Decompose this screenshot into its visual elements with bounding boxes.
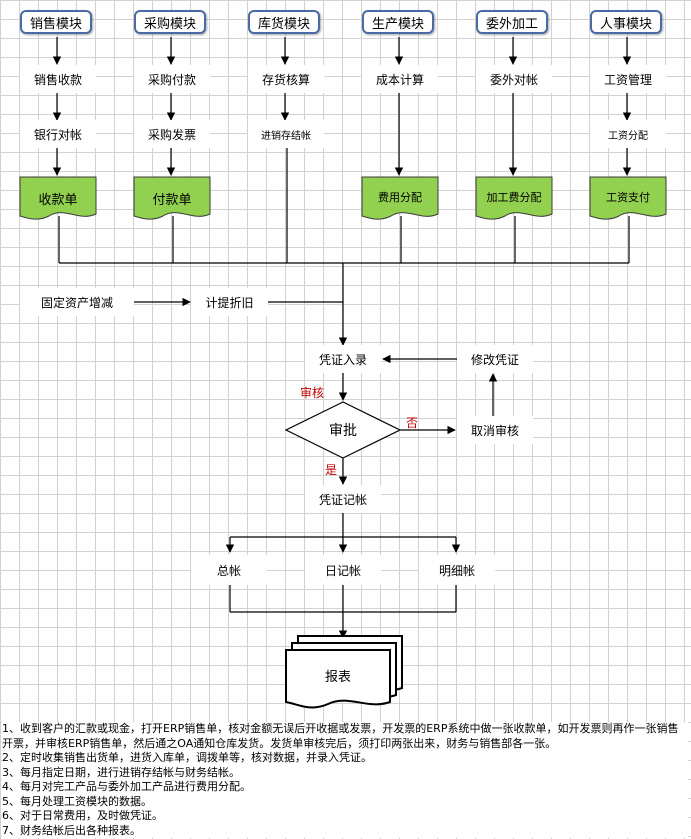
note-item: 7、财务结帐后出各种报表。 — [2, 823, 141, 837]
depreciation: 计提折旧 — [191, 288, 268, 316]
doc-salary-payment: 工资支付 — [589, 176, 667, 222]
cancel-audit: 取消审核 — [457, 416, 533, 444]
step-bank-reconciliation: 银行对帐 — [20, 120, 96, 148]
audit-label: 审核 — [300, 386, 325, 400]
step-outsourcing-reconciliation: 委外对帐 — [476, 65, 552, 93]
approve-label: 审批 — [329, 423, 357, 439]
note-item: 4、每月对完工产品与委外加工产品进行费用分配。 — [2, 780, 251, 793]
doc-receipt-voucher: 收款单 — [19, 176, 97, 222]
note-item: 2、定时收集销售出货单，进货入库单，调拨单等，核对数据，并录入凭证。 — [2, 751, 372, 764]
note-item: 3、每月指定日期，进行进销存结帐与财务结帐。 — [2, 765, 240, 779]
no-label: 否 — [406, 416, 419, 430]
document-shape — [475, 176, 553, 220]
doc-processing-fee-allocation-label: 加工费分配 — [486, 191, 542, 204]
step-payroll-management: 工资管理 — [590, 65, 666, 93]
fixed-asset-change: 固定资产增减 — [20, 288, 134, 316]
step-inventory-accounting: 存货核算 — [248, 65, 324, 93]
doc-expense-allocation: 费用分配 — [361, 176, 439, 222]
doc-payment-voucher-label: 付款单 — [152, 193, 192, 208]
ledger-journal: 日记帐 — [305, 555, 381, 585]
document-shape — [133, 176, 211, 220]
voucher-entry: 凭证入录 — [305, 345, 381, 373]
voucher-post: 凭证记帐 — [305, 485, 381, 513]
document-shape — [19, 176, 97, 220]
approval-diamond — [284, 401, 402, 459]
document-shape — [589, 176, 667, 220]
step-inventory-closing: 进销存结帐 — [248, 120, 324, 148]
ledger-detail: 明细帐 — [419, 555, 495, 585]
doc-salary-payment-label: 工资支付 — [606, 191, 650, 204]
doc-processing-fee-allocation: 加工费分配 — [475, 176, 553, 222]
module-production: 生产模块 — [362, 10, 434, 34]
step-purchase-invoice: 采购发票 — [134, 120, 210, 148]
module-purchase: 采购模块 — [134, 10, 206, 34]
note-item: 6、对于日常费用，及时做凭证。 — [2, 809, 163, 822]
report-label: 报表 — [324, 669, 351, 685]
doc-payment-voucher: 付款单 — [133, 176, 211, 222]
module-sales: 销售模块 — [20, 10, 92, 34]
step-cost-calculation: 成本计算 — [362, 65, 438, 93]
note-item: 5、每月处理工资模块的数据。 — [2, 794, 152, 808]
module-outsourcing: 委外加工 — [476, 10, 548, 34]
module-inventory: 库货模块 — [248, 10, 320, 34]
modify-voucher: 修改凭证 — [457, 345, 533, 373]
step-purchase-payment: 采购付款 — [134, 65, 210, 93]
doc-receipt-voucher-label: 收款单 — [38, 193, 78, 208]
report-stack — [285, 635, 403, 709]
yes-label: 是 — [325, 463, 338, 477]
process-notes: 1、收到客户的汇款或现金，打开ERP销售单，核对金额无误后开收据或发票，开发票的… — [2, 722, 688, 838]
document-shape — [361, 176, 439, 220]
note-item: 1、收到客户的汇款或现金，打开ERP销售单，核对金额无误后开收据或发票，开发票的… — [2, 722, 679, 750]
doc-expense-allocation-label: 费用分配 — [378, 191, 422, 204]
step-payroll-allocation: 工资分配 — [590, 120, 666, 148]
ledger-general: 总帐 — [191, 555, 267, 585]
module-hr: 人事模块 — [590, 10, 662, 34]
step-sales-receipt: 销售收款 — [20, 65, 96, 93]
